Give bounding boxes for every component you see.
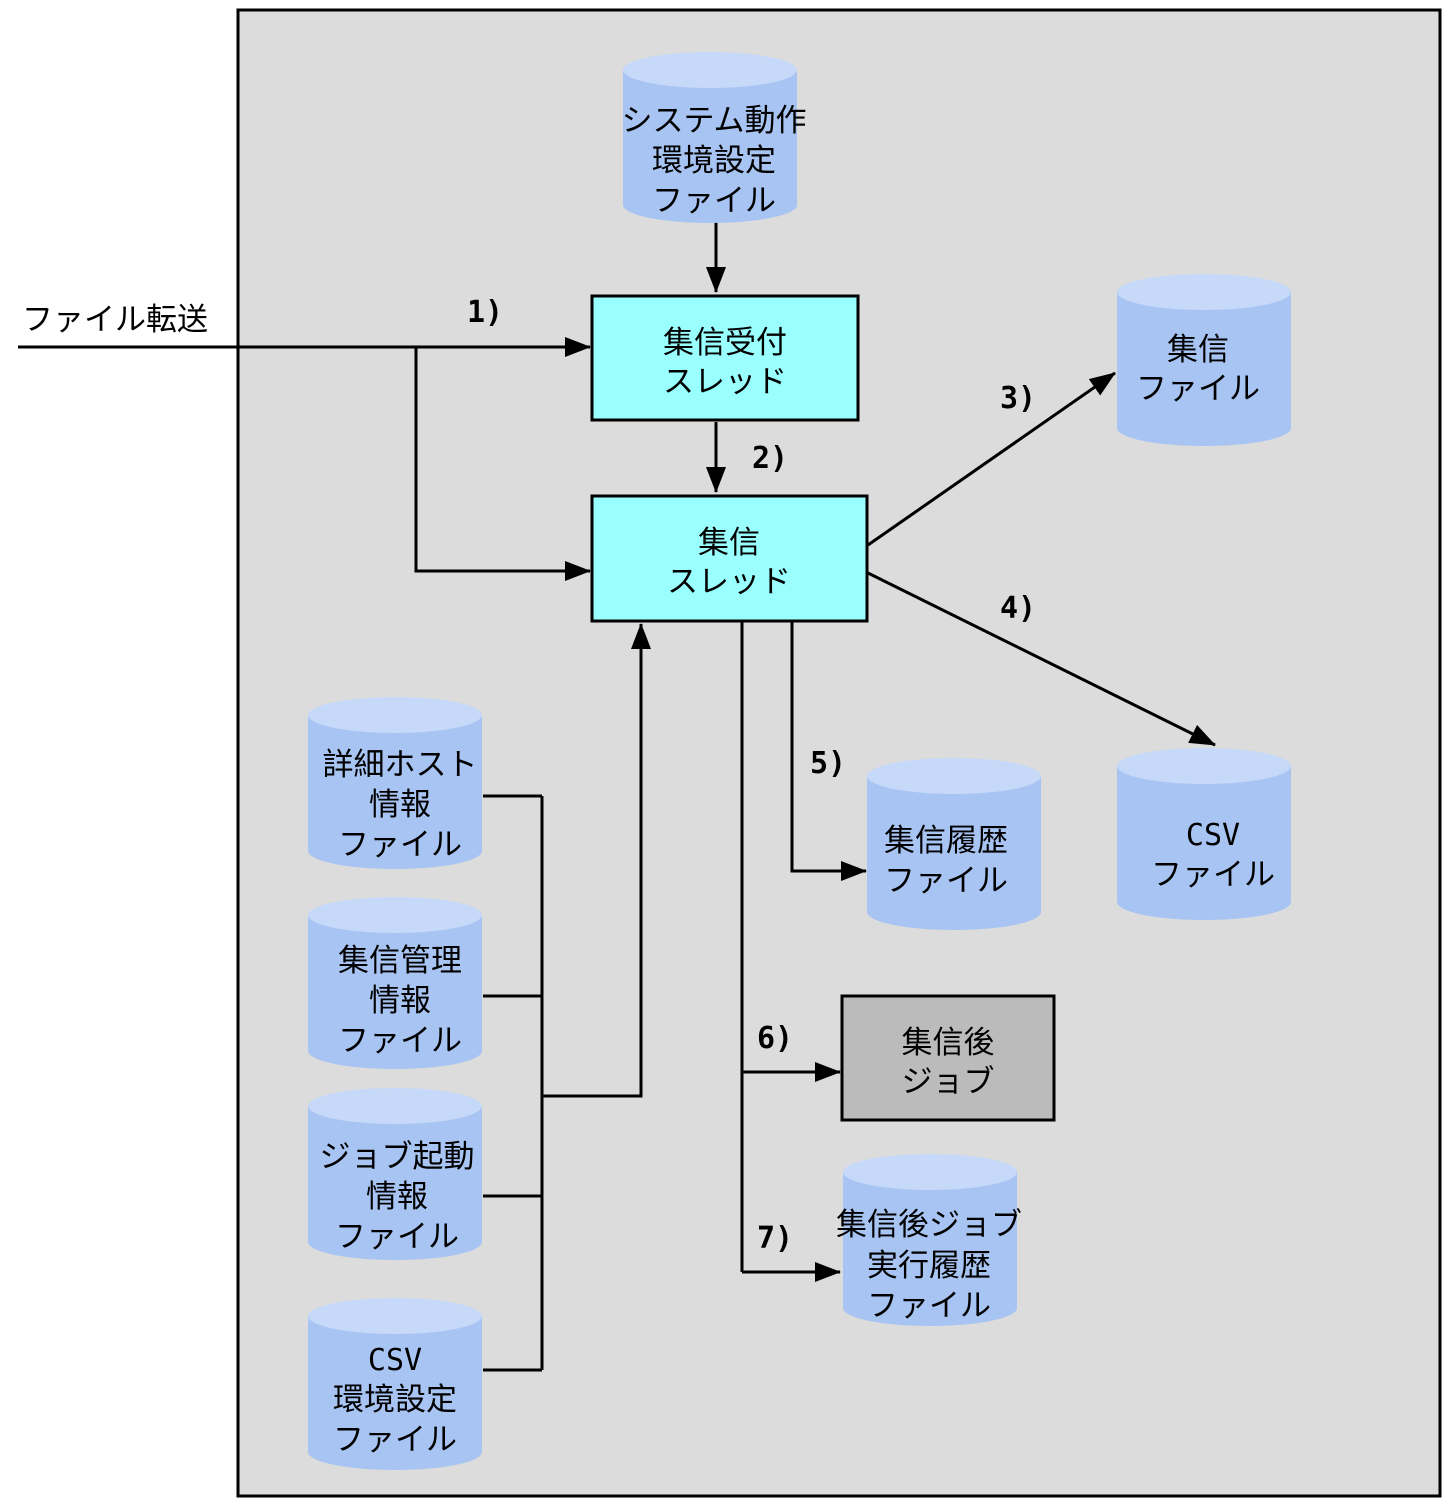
post-job-label-2: ジョブ	[902, 1064, 995, 1100]
connector-bus-to-collect	[542, 623, 651, 1098]
mgmt-info-file-cylinder	[308, 897, 482, 1069]
collect-file-label-2: ファイル	[1136, 371, 1260, 407]
job-history-label-2: 実行履歴	[867, 1248, 991, 1284]
sys-env-file-cylinder	[623, 52, 797, 223]
step-2-label: 2)	[752, 441, 788, 476]
job-start-label-1: ジョブ起動	[320, 1139, 475, 1175]
host-info-label-3: ファイル	[338, 827, 462, 863]
csv-env-label-3: ファイル	[333, 1422, 457, 1458]
collect-file-cylinder	[1117, 274, 1291, 446]
job-start-label-2: 情報	[366, 1179, 428, 1215]
csv-file-cylinder	[1117, 748, 1291, 920]
csv-env-label-1: CSV	[368, 1343, 422, 1378]
connector-input-branch	[414, 347, 591, 581]
csv-file-label-1: CSV	[1186, 818, 1240, 853]
sys-env-label-3: ファイル	[652, 183, 776, 219]
step-6-label: 6)	[757, 1021, 793, 1056]
collect-thread-box	[590, 494, 869, 623]
sys-env-label-1: システム動作	[621, 103, 806, 139]
csv-file-label-2: ファイル	[1151, 857, 1275, 893]
connector-to-history	[790, 622, 867, 881]
host-info-file-cylinder	[308, 697, 482, 869]
step-4-label: 4)	[1000, 591, 1036, 626]
job-history-label-1: 集信後ジョブ	[836, 1207, 1022, 1243]
job-start-file-cylinder	[308, 1088, 482, 1260]
job-history-label-3: ファイル	[867, 1288, 991, 1324]
csv-env-label-2: 環境設定	[333, 1382, 457, 1418]
collect-thread-label-2: スレッド	[667, 564, 791, 600]
file-transfer-label: ファイル転送	[22, 302, 208, 338]
history-file-cylinder	[867, 758, 1041, 930]
job-start-label-3: ファイル	[335, 1219, 459, 1255]
mgmt-info-label-2: 情報	[369, 983, 431, 1019]
host-info-label-1: 詳細ホスト	[323, 747, 478, 783]
reception-thread-label-1: 集信受付	[663, 325, 787, 361]
post-job-box	[840, 994, 1056, 1122]
sys-env-label-2: 環境設定	[652, 143, 776, 179]
collect-file-label-1: 集信	[1167, 332, 1229, 368]
step-5-label: 5)	[810, 746, 846, 781]
post-job-label-1: 集信後	[902, 1025, 995, 1061]
host-info-label-2: 情報	[369, 787, 431, 823]
csv-env-file-cylinder	[308, 1298, 482, 1470]
step-1-label: 1)	[467, 295, 503, 330]
history-label-1: 集信履歴	[884, 823, 1008, 859]
connector-to-csv-file	[867, 571, 1216, 747]
step-3-label: 3)	[1000, 381, 1036, 416]
connector-to-collect-file	[867, 371, 1116, 547]
reception-thread-box	[590, 294, 860, 422]
reception-thread-label-2: スレッド	[663, 364, 787, 400]
collect-thread-label-1: 集信	[698, 525, 760, 561]
step-7-label: 7)	[757, 1221, 793, 1256]
mgmt-info-label-1: 集信管理	[338, 943, 462, 979]
mgmt-info-label-3: ファイル	[338, 1023, 462, 1059]
history-label-2: ファイル	[884, 863, 1008, 899]
job-history-file-cylinder	[843, 1154, 1017, 1326]
